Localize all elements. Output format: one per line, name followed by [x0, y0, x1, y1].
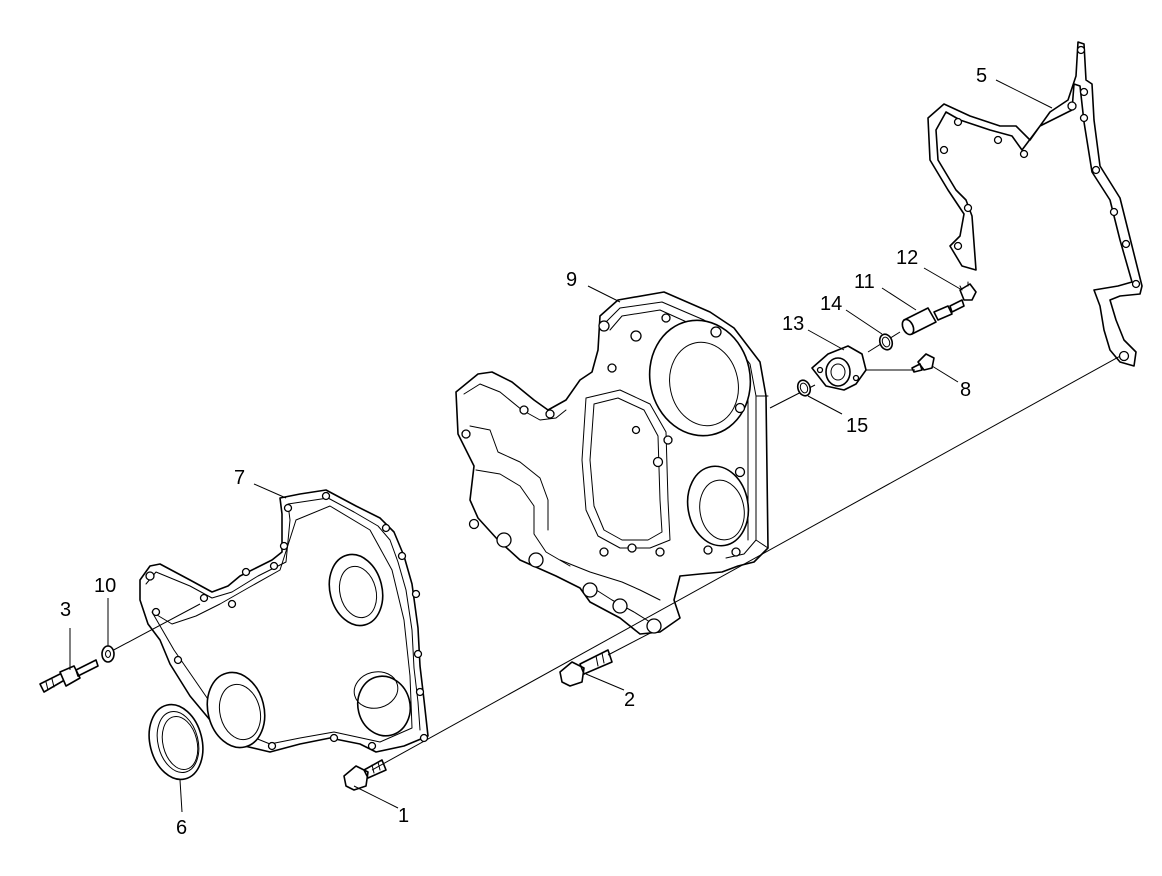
- callout-11: 11: [854, 271, 875, 293]
- callout-1: 1: [398, 805, 409, 827]
- o-ring-15: [796, 379, 812, 397]
- sensor-mount-flange: [811, 345, 867, 391]
- callout-labels: 1 2 3 5 6 7 8 9 10 11 12 13 14 15: [60, 65, 987, 839]
- callout-3: 3: [60, 599, 71, 621]
- front-cover: [139, 489, 429, 753]
- callout-15: 15: [846, 415, 868, 437]
- rear-gasket: [927, 41, 1143, 367]
- stud-bolt: [39, 659, 99, 693]
- callout-7: 7: [234, 467, 245, 489]
- callout-13: 13: [782, 313, 804, 335]
- bolt-1: [343, 759, 387, 791]
- washer: [101, 645, 115, 663]
- callout-5: 5: [976, 65, 987, 87]
- speed-sensor: [901, 299, 965, 336]
- callout-6: 6: [176, 817, 187, 839]
- gear-housing: [455, 291, 769, 635]
- callout-12: 12: [896, 247, 918, 269]
- callout-14: 14: [820, 293, 842, 315]
- callout-2: 2: [624, 689, 635, 711]
- callout-10: 10: [94, 575, 116, 597]
- oil-seal: [148, 703, 204, 781]
- callout-8: 8: [960, 379, 971, 401]
- o-ring-14: [878, 333, 894, 351]
- bolt-2: [559, 649, 613, 687]
- screw-8: [911, 353, 935, 373]
- sensor-connector: [959, 281, 977, 301]
- leader-lines: [69, 79, 1053, 813]
- callout-9: 9: [566, 269, 577, 291]
